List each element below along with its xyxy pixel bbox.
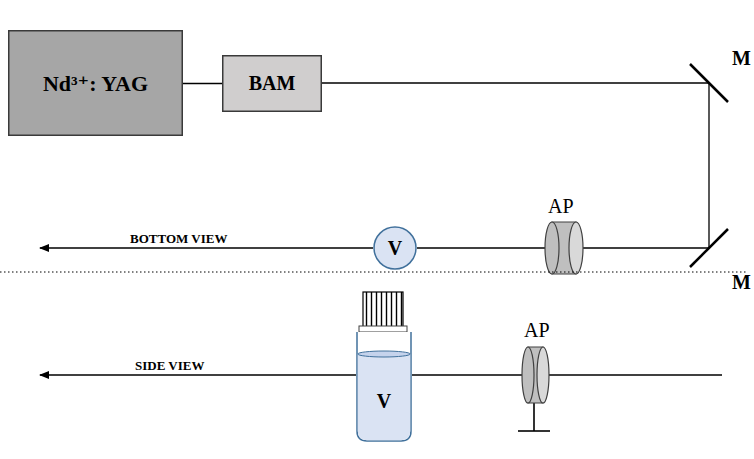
laser-box: Nd³⁺: YAG bbox=[8, 30, 183, 136]
mirror-label: M bbox=[732, 48, 751, 68]
vial-body: V bbox=[356, 332, 412, 442]
node-text: V bbox=[388, 237, 402, 260]
beam-attenuator-box: BAM bbox=[222, 55, 322, 112]
node-text: Nd³⁺: YAG bbox=[43, 70, 148, 97]
beam-connector bbox=[183, 83, 222, 84]
view-label: BOTTOM VIEW bbox=[130, 232, 227, 245]
aperture-label: AP bbox=[524, 320, 550, 340]
vial-top-circle: V bbox=[373, 226, 417, 270]
mirror-label: M bbox=[732, 272, 751, 292]
vial-body-outline bbox=[356, 332, 412, 442]
aperture-label: AP bbox=[548, 196, 574, 216]
node-text: BAM bbox=[249, 72, 296, 95]
view-label: SIDE VIEW bbox=[135, 359, 204, 372]
node-text: V bbox=[377, 390, 391, 413]
